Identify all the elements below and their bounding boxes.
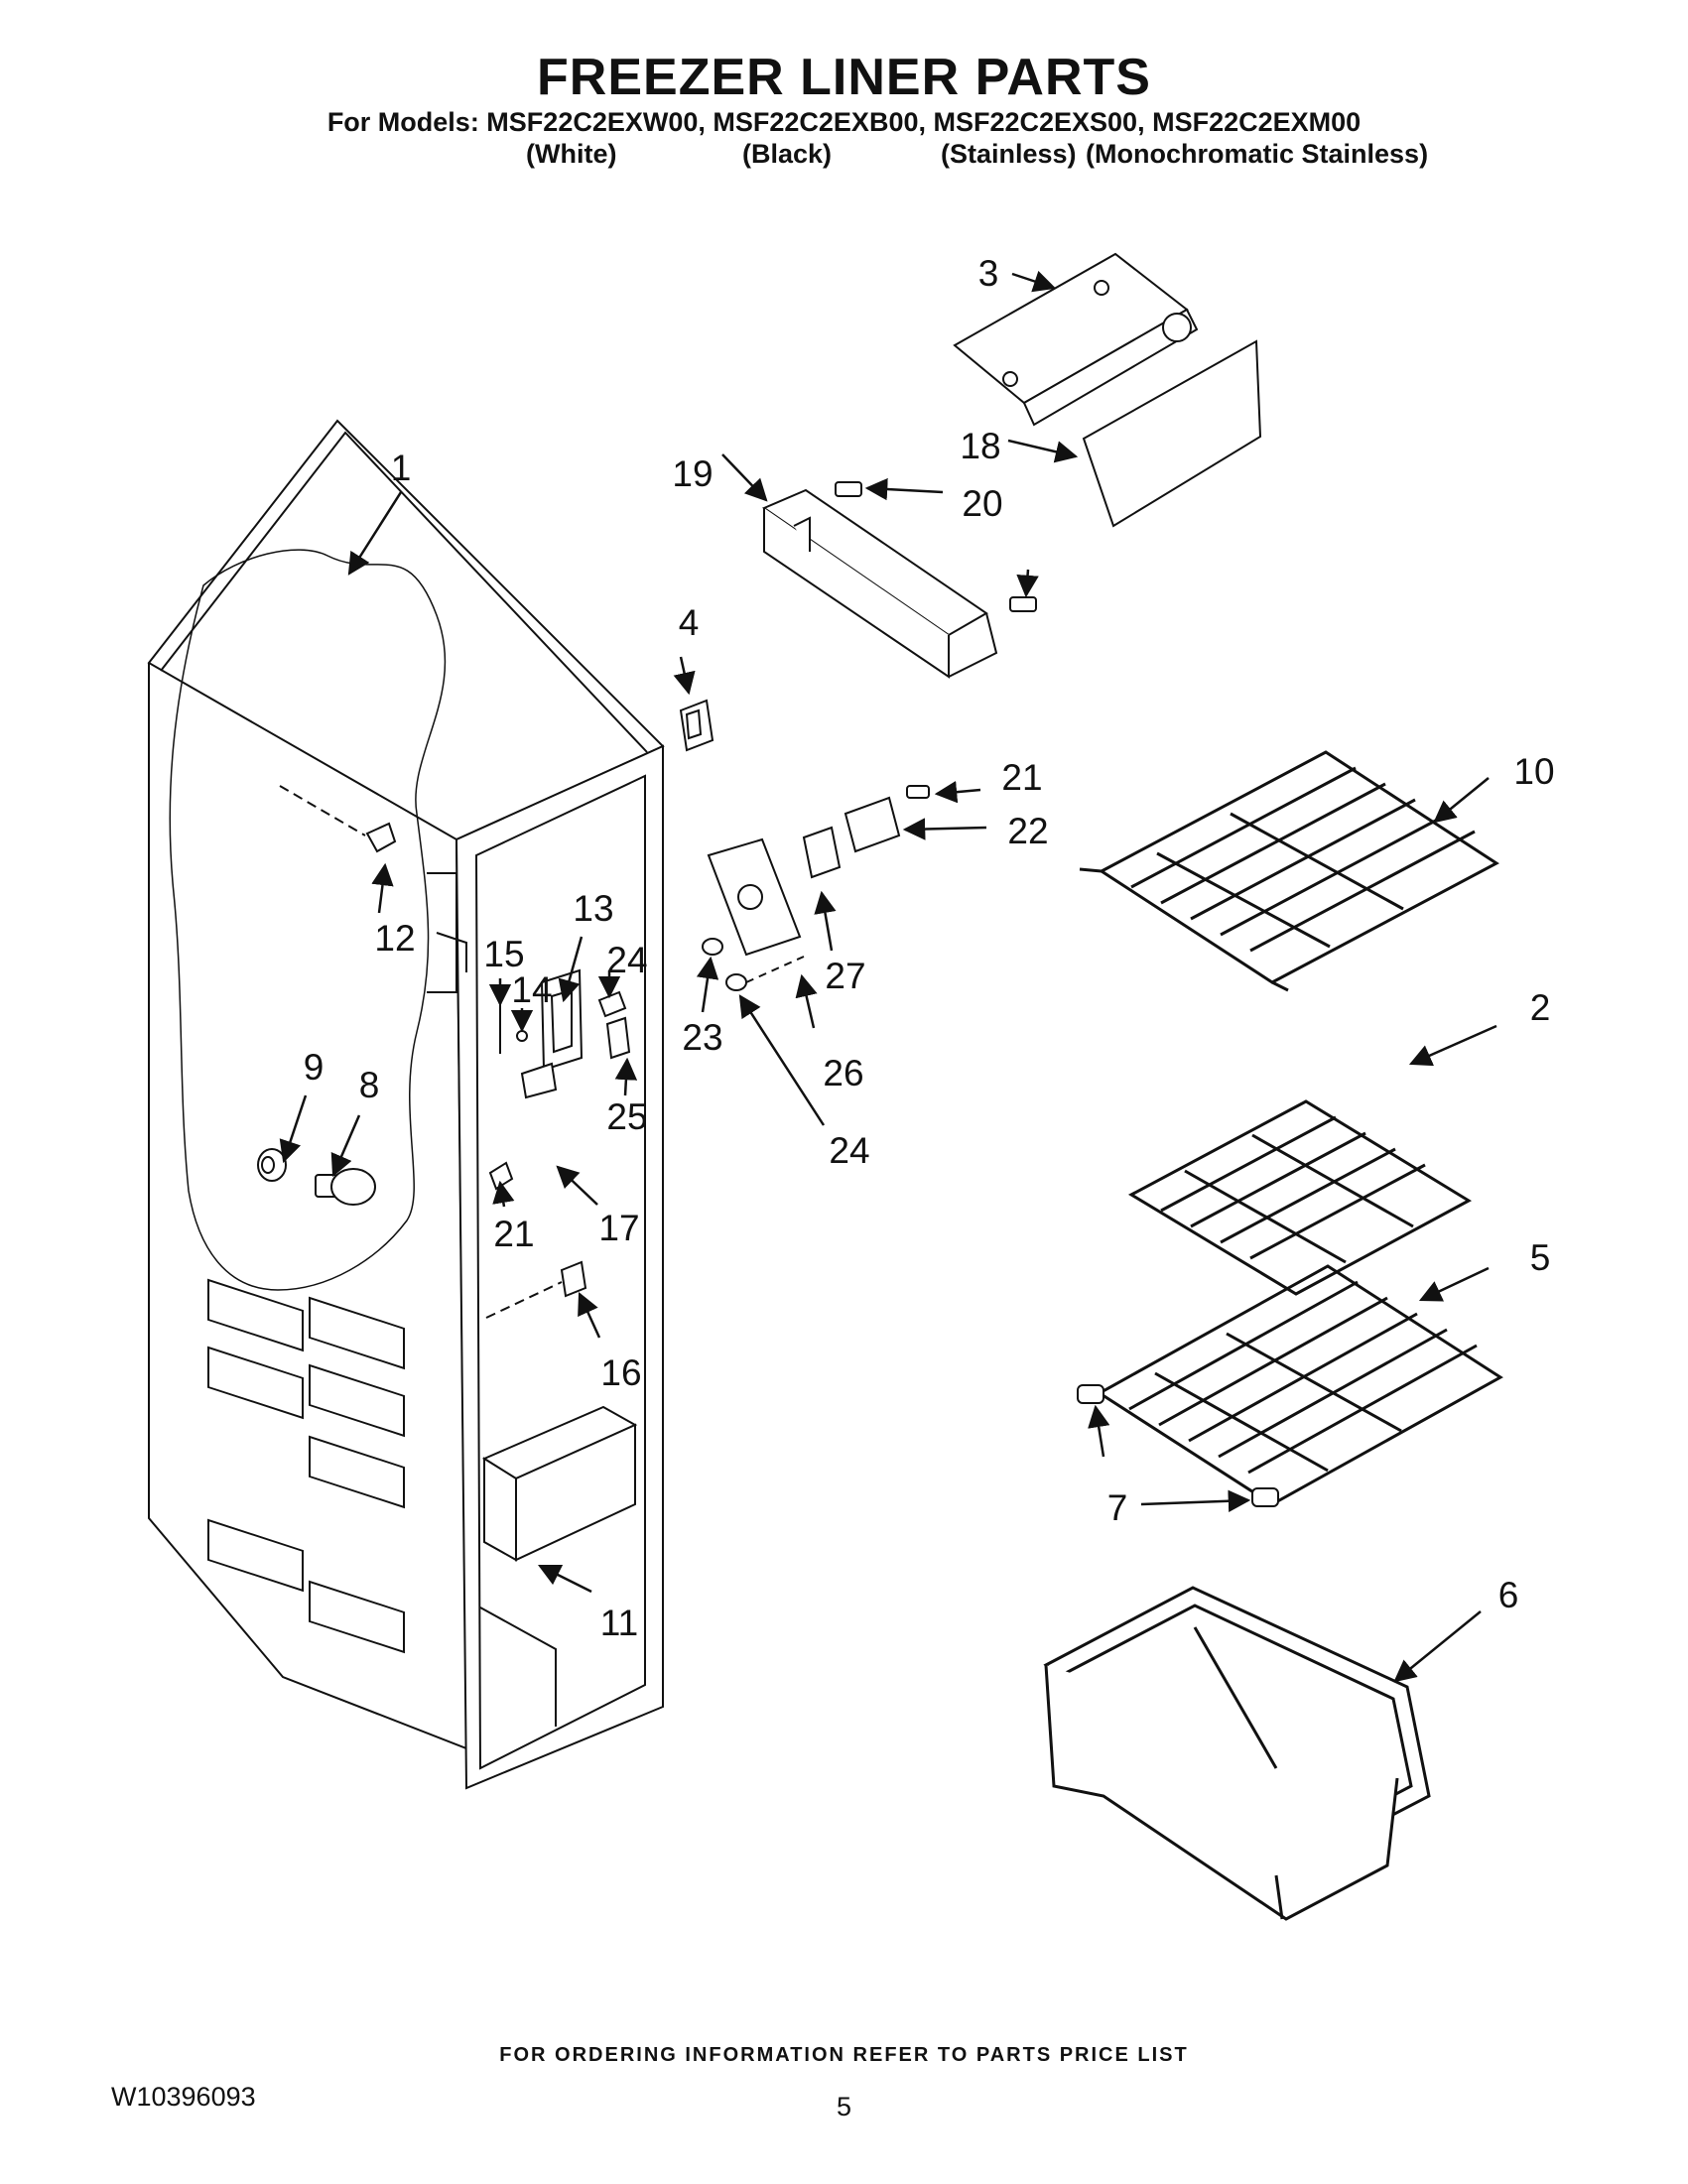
models-line: For Models: MSF22C2EXW00, MSF22C2EXB00, …: [326, 107, 1362, 137]
wire-shelf-middle: [1127, 1099, 1473, 1296]
callout-8: 8: [359, 1065, 380, 1105]
callout-1: 1: [391, 448, 412, 488]
callout-6: 6: [1498, 1575, 1519, 1615]
callout-24a: 24: [606, 940, 647, 980]
callout-27: 27: [825, 956, 865, 996]
lamp-socket: [257, 1148, 287, 1182]
callout-4: 4: [679, 602, 700, 643]
wire-shelf-top: [1079, 750, 1499, 992]
callout-26: 26: [823, 1053, 863, 1093]
callout-10: 10: [1513, 751, 1554, 792]
callout-2: 2: [1530, 987, 1551, 1028]
wire-shelf-bottom: [1097, 1264, 1503, 1506]
variant-stainless: (Stainless): [941, 139, 1077, 169]
liner-small-parts: [485, 990, 631, 1319]
callout-17: 17: [598, 1208, 639, 1248]
light-bulb: [315, 1168, 376, 1206]
callout-23: 23: [682, 1017, 722, 1058]
control-assembly: [702, 785, 930, 991]
callout-15: 15: [483, 934, 524, 974]
ordering-note: FOR ORDERING INFORMATION REFER TO PARTS …: [499, 2044, 1189, 2066]
callout-21a: 21: [1001, 757, 1042, 798]
callout-arrows: [279, 270, 1497, 1683]
variant-black: (Black): [742, 139, 833, 169]
callout-7: 7: [1107, 1487, 1128, 1528]
mounting-screws: [835, 481, 1037, 612]
freezer-liner: [147, 419, 665, 1790]
callout-labels: 1 2 3 4 5 6 7 8 9 10 11 12 13 14 15 16 1…: [304, 253, 1555, 1643]
drawer-cover: [481, 1405, 638, 1562]
callout-11: 11: [600, 1603, 638, 1643]
document-number: W10396093: [111, 2082, 256, 2112]
light-cover: [1082, 339, 1262, 528]
variant-white: (White): [526, 139, 617, 169]
callout-19: 19: [672, 453, 713, 494]
callout-18: 18: [960, 426, 1000, 466]
callout-22: 22: [1007, 811, 1048, 851]
shelf-end-caps: [1077, 1384, 1279, 1507]
callout-21b: 21: [493, 1214, 534, 1254]
callout-20: 20: [962, 483, 1002, 524]
callout-5: 5: [1530, 1237, 1551, 1278]
clip-part: [279, 785, 397, 853]
callout-12: 12: [374, 918, 415, 959]
callout-25: 25: [606, 1096, 647, 1137]
control-bracket: [761, 488, 998, 679]
callout-24b: 24: [829, 1130, 869, 1171]
bracket-part-4: [679, 699, 714, 752]
storage-bin: [1043, 1586, 1431, 1921]
page-title: FREEZER LINER PARTS: [537, 49, 1151, 106]
page-number: 5: [836, 2092, 852, 2121]
callout-3: 3: [978, 253, 999, 294]
callout-14: 14: [511, 969, 552, 1010]
hinge-bracket: [953, 252, 1199, 427]
callout-16: 16: [600, 1352, 641, 1393]
callout-13: 13: [573, 888, 613, 929]
variant-monochromatic-stainless: (Monochromatic Stainless): [1086, 139, 1429, 169]
callout-9: 9: [304, 1047, 325, 1088]
